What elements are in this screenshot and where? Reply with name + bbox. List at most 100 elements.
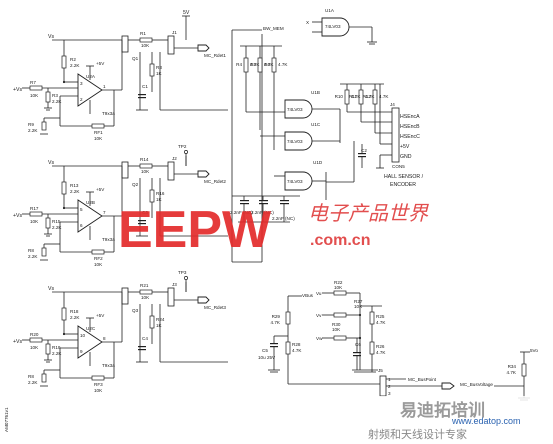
vbus-section: VBus R29 4.7K R28 4.7K C5 10u 25V Vu Vv … (258, 280, 538, 401)
input-vu: Vu (316, 291, 322, 296)
rpd-val: 1K (156, 71, 163, 76)
rfb-ref: RF3 (94, 382, 103, 387)
u1a-ref: U1A (325, 8, 335, 13)
rc-val: 2.2K (28, 254, 38, 259)
r26-ref: R26 (376, 344, 385, 349)
r34-ref: R34 (508, 364, 517, 369)
r10-val: 4.7K (351, 94, 361, 99)
opamp-symbol (77, 325, 103, 359)
rout-val: 10K (141, 43, 150, 48)
r5-ref: R5 (250, 62, 256, 67)
resistor-rout (139, 289, 153, 295)
hall-title-1: HALL SENSOR / (384, 174, 424, 180)
resistor-rout (139, 37, 153, 43)
pin-bottom: 6 (80, 223, 83, 228)
cap-ref: C1 (142, 84, 148, 89)
pin-top: 10 (80, 333, 86, 338)
supply-label: +5V (96, 313, 105, 318)
rin-val: 10K (30, 345, 39, 350)
mid-cap-1: 2.2nF (NC) (230, 210, 253, 215)
cap-ref: C4 (142, 336, 148, 341)
rc-ref: R8 (28, 248, 34, 253)
resistor-rb (45, 91, 51, 103)
rb-ref: R19 (52, 345, 61, 350)
u1b-ref: U1B (311, 90, 320, 95)
rout-val: 10K (141, 169, 150, 174)
rb-val: 2.2K (52, 351, 62, 356)
connector-j (167, 35, 175, 55)
connector-label: MC_Rdet1 (204, 53, 226, 58)
opamp-ref: U2C (86, 326, 96, 331)
resistor-rfb (91, 123, 105, 129)
rfb-val: 10K (94, 388, 103, 393)
resistor-rfb (91, 375, 105, 381)
resistor-rfb (91, 249, 105, 255)
pin-out: 7 (103, 210, 106, 215)
r27-val: 10K (354, 304, 363, 309)
connector-j (167, 287, 175, 307)
hall-pin-2: HSEncB (400, 124, 420, 130)
rc-val: 2.2K (28, 380, 38, 385)
resistor-ra (61, 307, 67, 321)
connector-ref: J3 (172, 282, 177, 287)
pin-top: 5 (80, 207, 83, 212)
u1c-label: 74LV03 (287, 139, 303, 144)
r22-val: 10K (334, 285, 343, 290)
rfb-ref: RF2 (94, 256, 103, 261)
r27-ref: R27 (354, 299, 363, 304)
hall-pin-5: GND (400, 154, 412, 160)
resistor-rc (41, 373, 47, 383)
input-label: +Vs (13, 339, 22, 345)
rfb-val: 10K (94, 136, 103, 141)
rout-ref: R1 (140, 31, 146, 36)
resistor-rin (29, 337, 43, 343)
resistor-rc (41, 121, 47, 131)
r30-ref: R30 (332, 322, 341, 327)
r6-ref: R6 (264, 62, 270, 67)
u1a-label: 74LV03 (325, 24, 341, 29)
input-vw: Vw (316, 336, 323, 341)
pullups-left: R4 4.7K R5 4.7K R6 4.7K (236, 45, 288, 150)
pin-bottom: 2 (80, 97, 83, 102)
r30-val: 10K (332, 327, 341, 332)
opamp-symbol (77, 73, 103, 107)
connector-label: MC_Rdet3 (204, 305, 226, 310)
rout-ref: R14 (140, 157, 149, 162)
resistor-rin (29, 85, 43, 91)
resistor-ra (61, 55, 67, 69)
cap-ref: C3 (142, 210, 148, 215)
conn-block (121, 35, 129, 53)
gate-u1a: U1A 74LV03 X (306, 8, 377, 45)
r28-val: 4.7K (292, 348, 302, 353)
pin-top: 3 (80, 81, 83, 86)
ra-val: 2.2K (70, 189, 80, 194)
opamp-ref: U2A (86, 74, 96, 79)
hall-ref: J4 (390, 102, 395, 107)
conn-block (121, 287, 129, 305)
r12-val: 4.7K (379, 94, 389, 99)
edatop-overlay: 易迪拓培训 www.edatop.com 射频和天线设计专家 (350, 396, 553, 444)
pin-bottom: 9 (80, 349, 83, 354)
ra-val: 2.2K (70, 63, 80, 68)
resistor-r30 (333, 335, 347, 341)
mid-cap-3: 2.2nF (NC) (272, 216, 295, 221)
transistor-ref: Q3 (132, 308, 139, 313)
rc-ref: R8 (28, 374, 34, 379)
rpd-ref: R24 (156, 317, 165, 322)
hall-pin-1: HSEncA (400, 114, 420, 120)
rail-label: Vs (48, 286, 54, 292)
out-busvoltage: MC_BusVoltage (460, 382, 493, 387)
resistor-r25 (369, 311, 375, 325)
ra-ref: R13 (70, 183, 79, 188)
r5-val: 4.7K (264, 62, 274, 67)
r29-val: 4.7K (271, 320, 281, 325)
out-buspoint: MC_BusPoint (408, 377, 437, 382)
input-label: +Vs (13, 87, 22, 93)
opamp-label: T9x3a (102, 111, 115, 116)
resistor-rin (29, 211, 43, 217)
watermark-cn: 电子产品世界 (308, 201, 429, 225)
bw-mem-label: BW_MEM (263, 26, 284, 31)
resistor-r22 (333, 290, 347, 296)
